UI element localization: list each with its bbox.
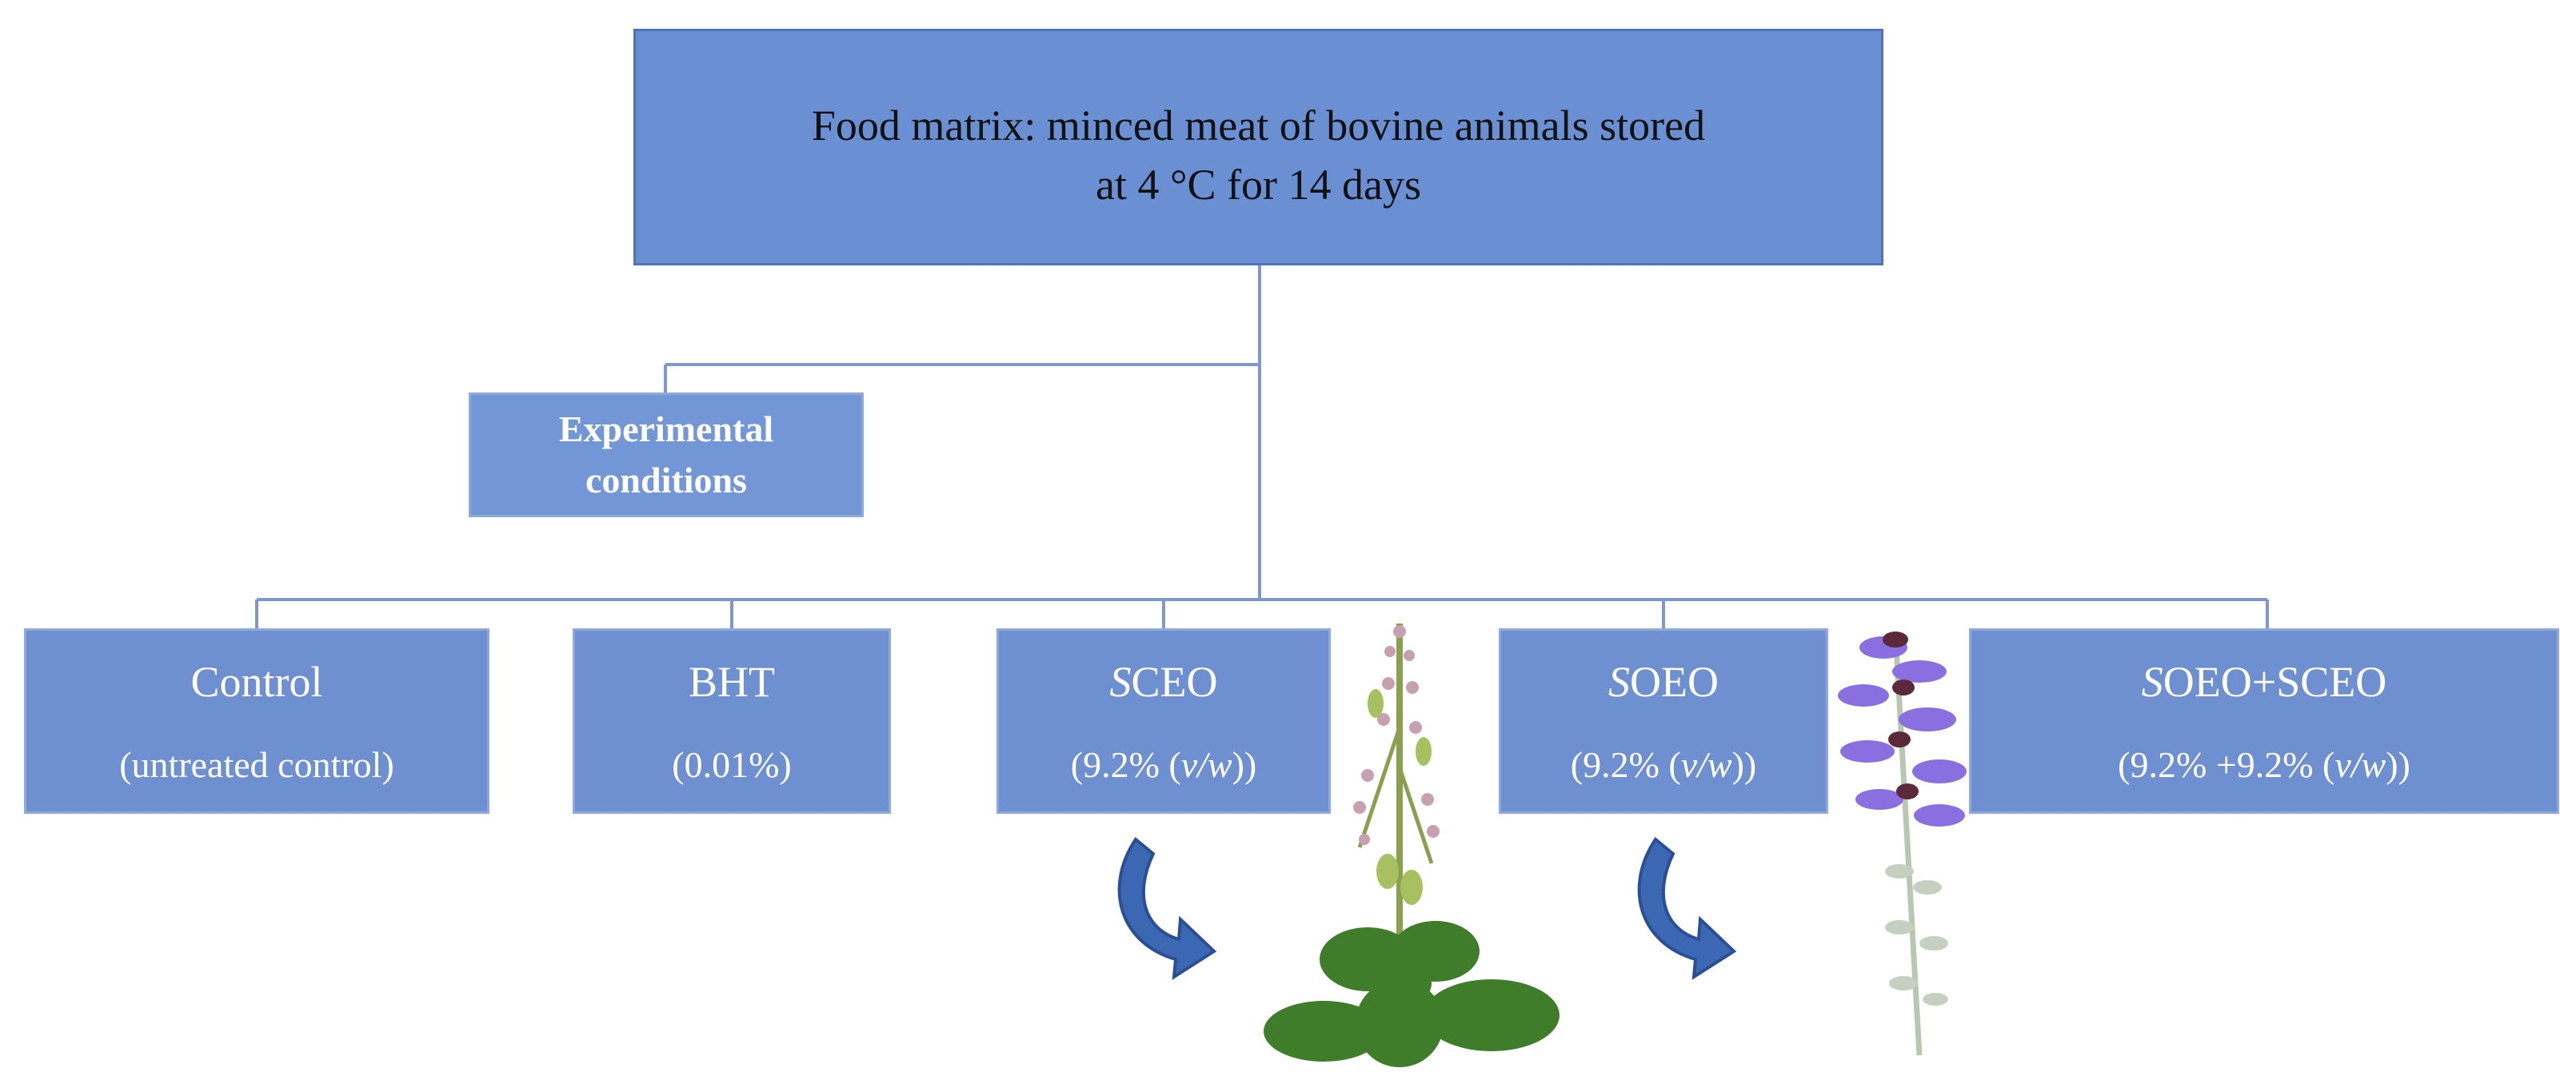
conditions-line1: Experimental — [558, 409, 774, 449]
food-matrix-line1: Food matrix: minced meat of bovine anima… — [811, 102, 1706, 149]
treatment-detail: (9.2% +9.2% (v/w)) — [2118, 744, 2410, 785]
treatment-detail: (9.2% (v/w)) — [1570, 744, 1757, 785]
treatment-name: SCEO — [1109, 658, 1218, 706]
treatment-detail: (9.2% (v/w)) — [1070, 744, 1257, 785]
treatment-box-soeo: SOEO (9.2% (v/w)) — [1499, 628, 1828, 814]
treatment-name: SOEO — [1608, 658, 1719, 706]
treatment-box-control: Control (untreated control) — [24, 628, 489, 814]
treatment-box-soeo-sceo: SOEO+SCEO (9.2% +9.2% (v/w)) — [1969, 628, 2559, 814]
conditions-line2: conditions — [585, 460, 747, 500]
treatment-name: BHT — [689, 658, 775, 706]
treatment-name: SOEO+SCEO — [2141, 658, 2387, 706]
food-matrix-box: Food matrix: minced meat of bovine anima… — [633, 29, 1883, 265]
clary-sage-plant-icon — [1264, 624, 1560, 1067]
treatment-detail: (untreated control) — [119, 744, 394, 785]
treatment-name: Control — [190, 658, 323, 706]
treatment-detail: (0.01%) — [672, 744, 792, 785]
treatment-box-bht: BHT (0.01%) — [573, 628, 891, 814]
sage-flower-plant-icon — [1838, 631, 1967, 1056]
experimental-conditions-box: Experimental conditions — [469, 393, 864, 517]
food-matrix-line2: at 4 °C for 14 days — [1095, 161, 1422, 209]
treatment-box-sceo: SCEO (9.2% (v/w)) — [996, 628, 1331, 814]
curved-arrow-icon — [1117, 837, 1217, 980]
curved-arrow-icon — [1637, 837, 1737, 980]
